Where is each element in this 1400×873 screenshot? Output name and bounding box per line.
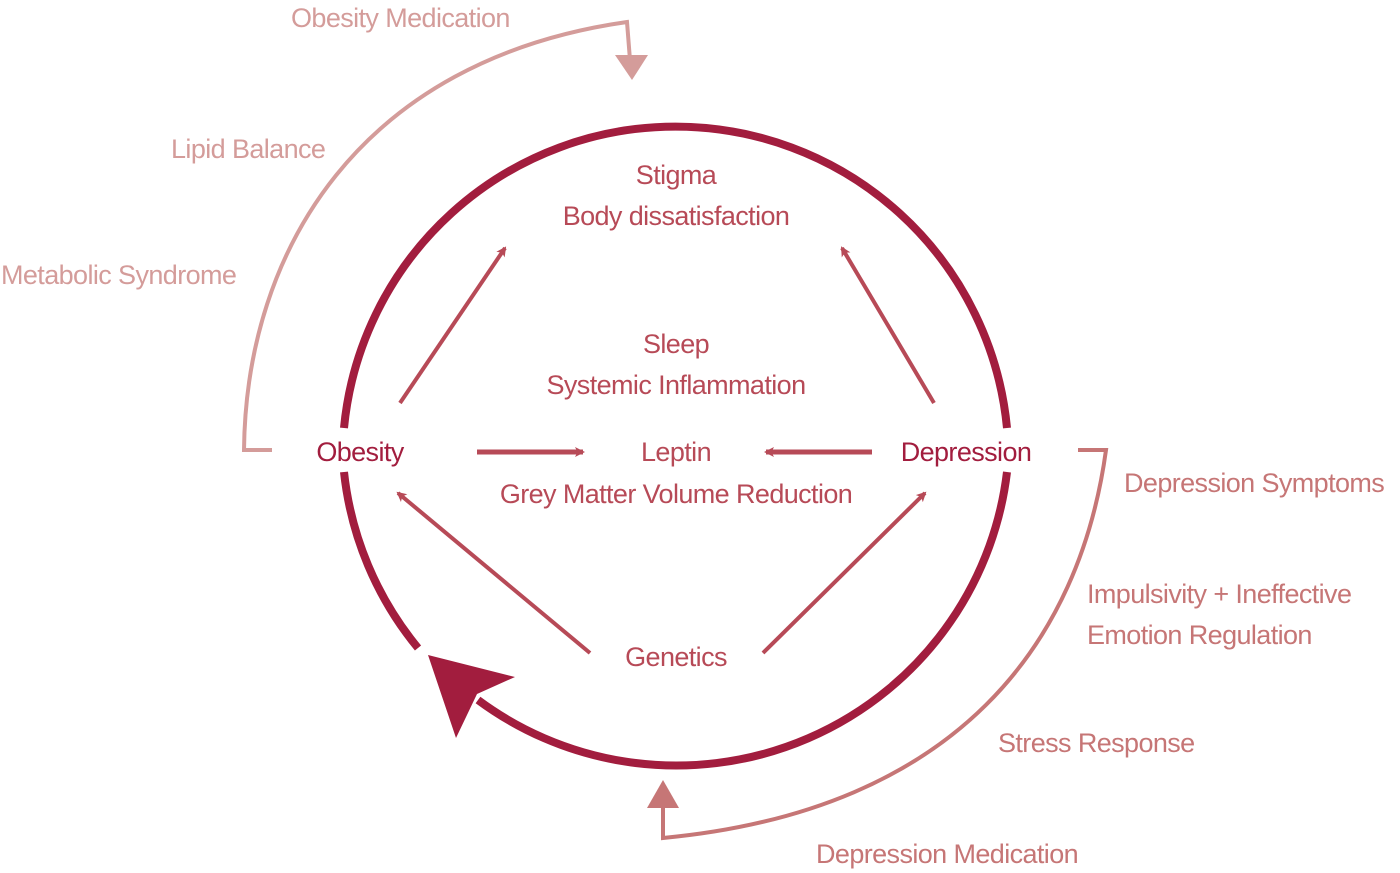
label-lipid-balance: Lipid Balance: [171, 134, 325, 164]
arrow-obesity-to-stigma: [398, 246, 507, 405]
label-stress-response: Stress Response: [998, 728, 1195, 758]
label-depression-medication: Depression Medication: [816, 839, 1078, 869]
node-depression: Depression: [901, 437, 1032, 467]
label-impulsivity: Impulsivity + Ineffective: [1087, 579, 1351, 609]
label-systemic-inflammation: Systemic Inflammation: [547, 370, 806, 400]
main-cycle-arrowhead-icon: [428, 655, 515, 738]
label-emotion-regulation: Emotion Regulation: [1087, 620, 1312, 650]
main-cycle-arc-top: [340, 122, 1011, 429]
label-body-dissatisfaction: Body dissatisfaction: [563, 201, 790, 231]
depression-loop-path: [661, 448, 1109, 841]
main-cycle: [340, 122, 1011, 770]
label-sleep: Sleep: [643, 329, 709, 359]
node-obesity: Obesity: [316, 437, 404, 467]
label-depression-symptoms: Depression Symptoms: [1124, 468, 1384, 498]
arrow-genetics-to-obesity: [396, 491, 592, 655]
obesity-loop: [241, 19, 648, 452]
depression-loop-arrowhead-icon: [647, 780, 679, 808]
arrow-genetics-to-depression: [761, 491, 927, 655]
label-metabolic-syndrome: Metabolic Syndrome: [1, 260, 236, 290]
label-obesity-medication: Obesity Medication: [291, 3, 510, 33]
arrow-depression-to-stigma: [840, 246, 936, 405]
inner-arrows: [396, 246, 936, 655]
label-leptin: Leptin: [641, 437, 711, 467]
main-cycle-arc-left: [340, 471, 422, 651]
main-cycle-arc-bottom: [475, 471, 1011, 770]
label-grey-matter-volume-reduction: Grey Matter Volume Reduction: [500, 479, 852, 509]
obesity-loop-arrowhead-icon: [615, 55, 648, 80]
depression-loop: [647, 448, 1109, 841]
node-genetics: Genetics: [625, 642, 727, 672]
label-stigma: Stigma: [636, 160, 718, 190]
obesity-loop-path: [241, 19, 632, 452]
